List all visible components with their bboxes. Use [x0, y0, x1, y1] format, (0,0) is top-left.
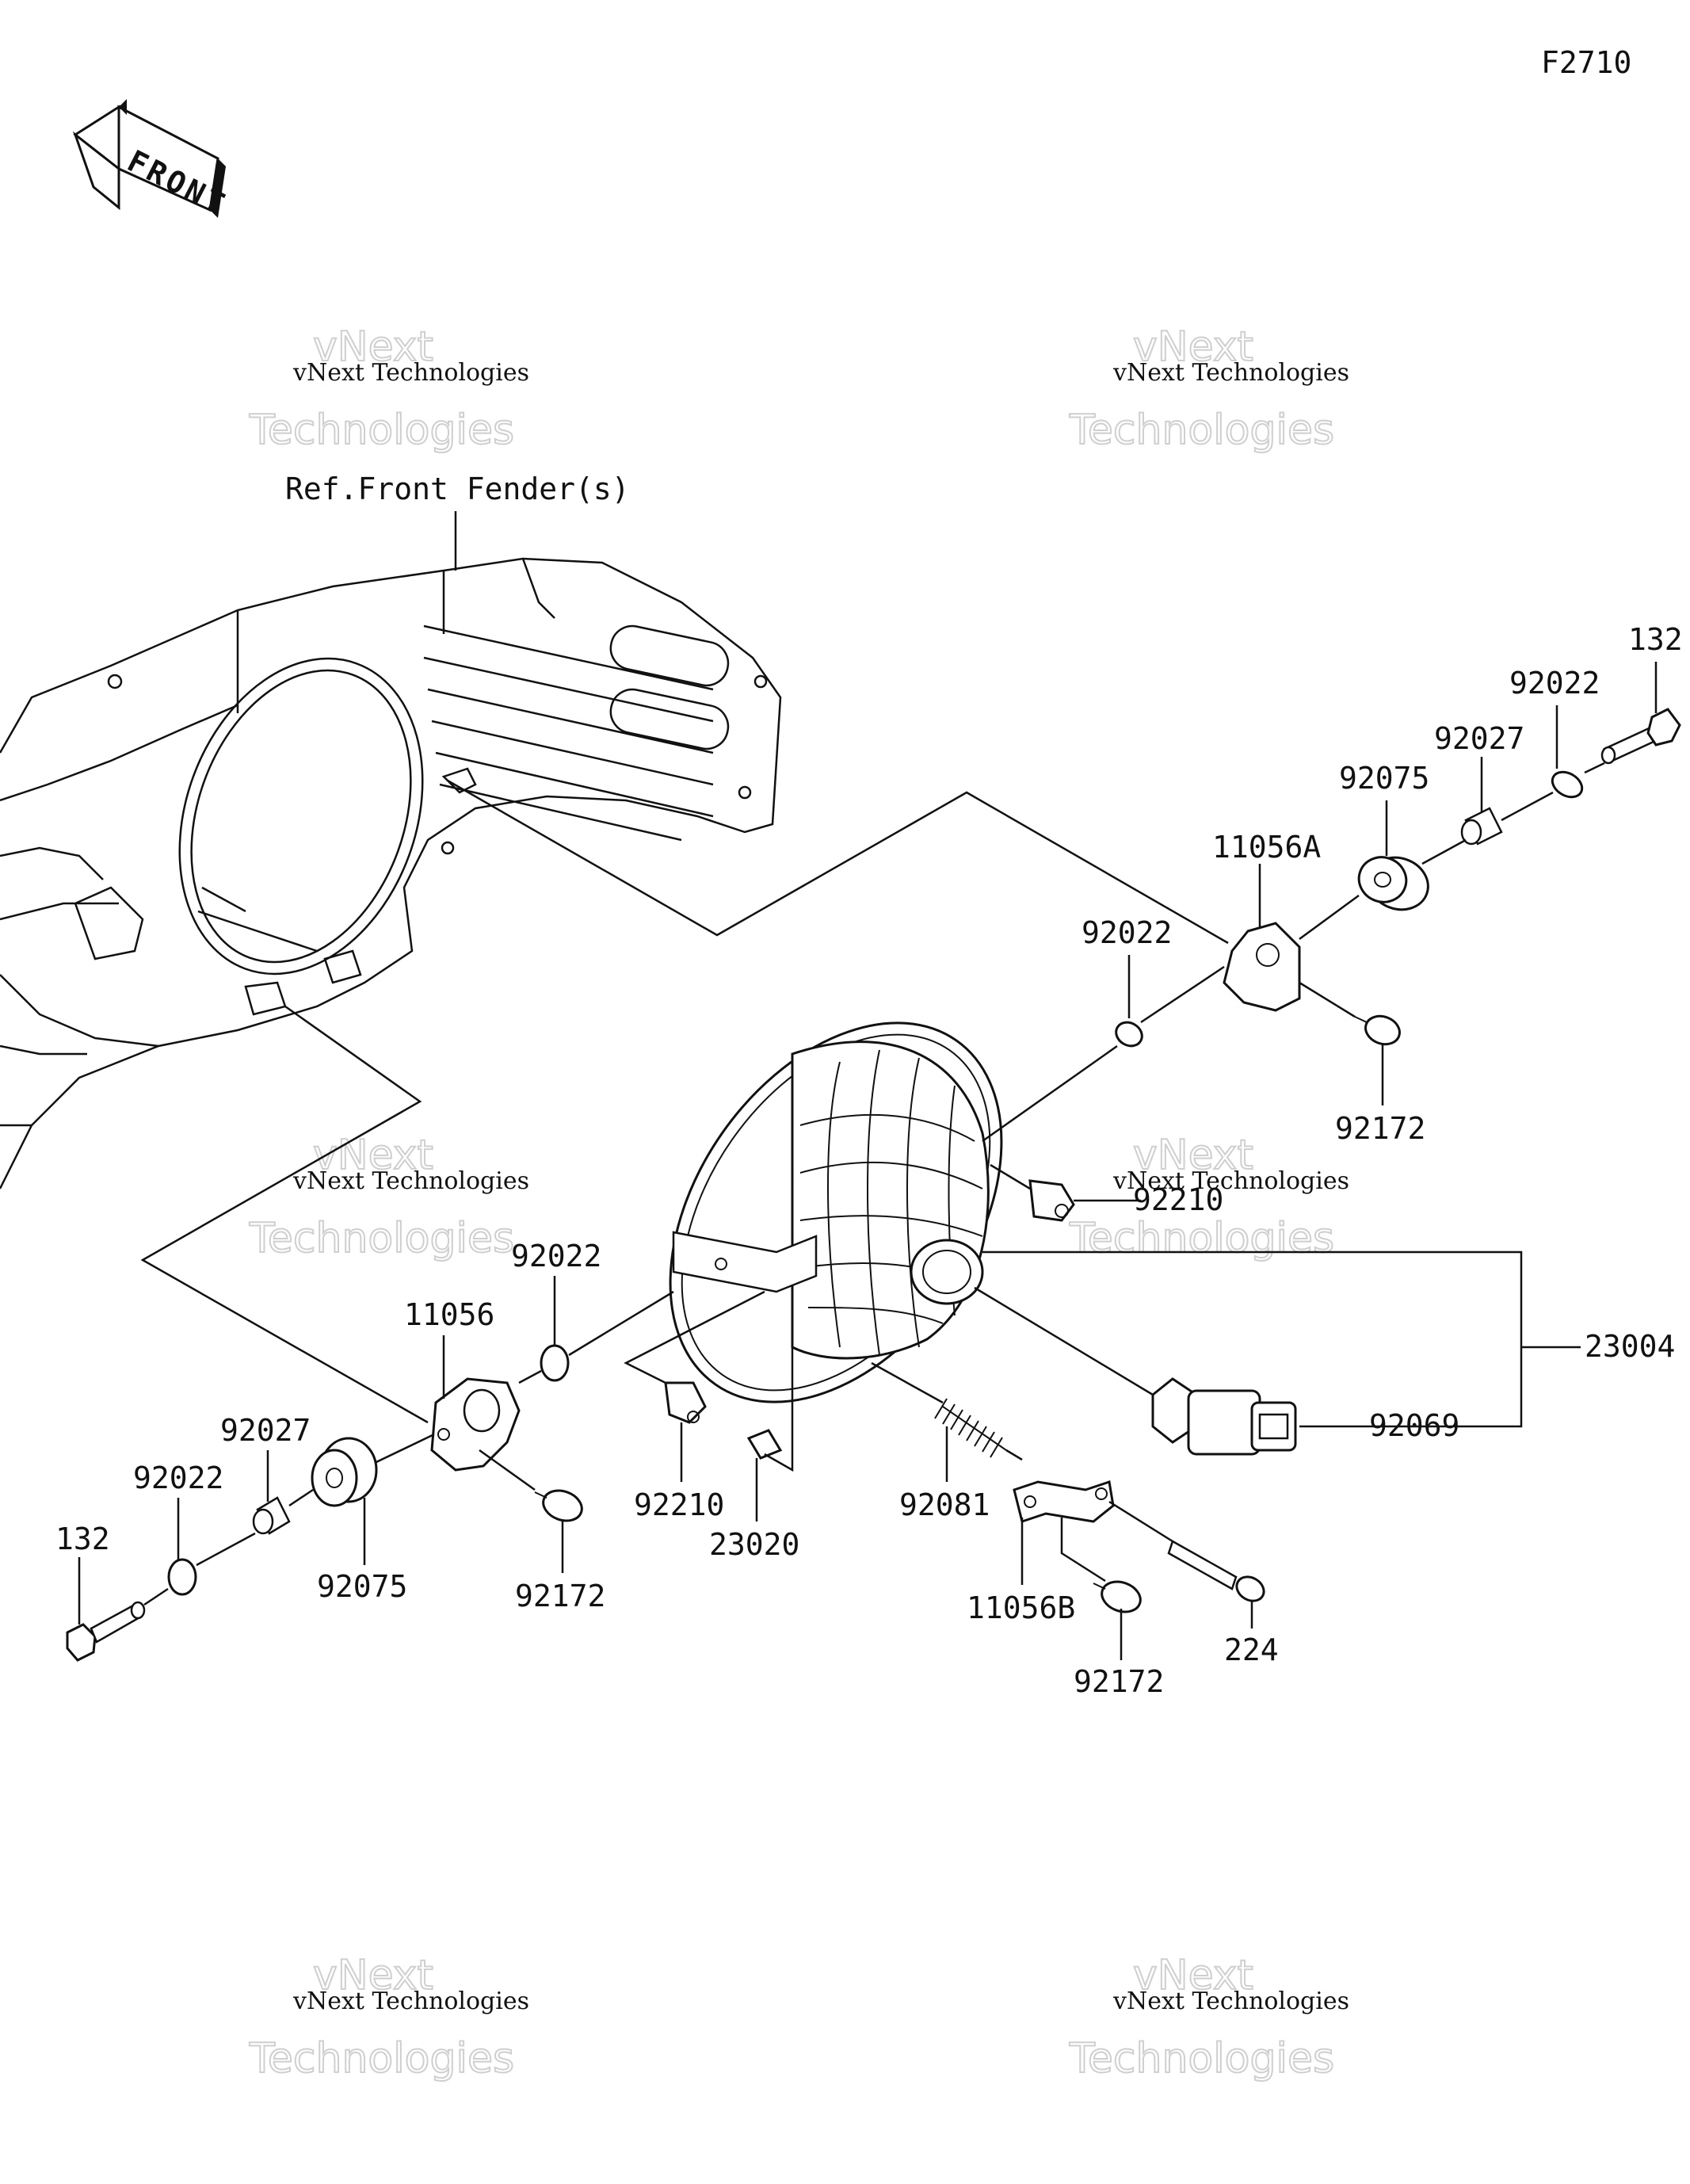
clip-left — [664, 1381, 707, 1424]
label-bracket-left: 11056 — [404, 1297, 494, 1332]
label-grommet-left: 92075 — [317, 1569, 407, 1604]
label-bolt-left: 132 — [55, 1522, 110, 1556]
washer-left-inner — [540, 1344, 570, 1382]
label-bracket-right: 11056A — [1212, 830, 1321, 865]
diagram-code: F2710 — [1541, 45, 1631, 80]
bolt-right — [1600, 708, 1681, 765]
reference-label: Ref.Front Fender(s) — [285, 472, 630, 506]
bolt-lower — [1167, 1540, 1265, 1602]
svg-text:vNext: vNext — [313, 323, 433, 371]
svg-text:Technologies: Technologies — [1069, 2035, 1334, 2083]
label-screw-lower: 92172 — [1074, 1664, 1164, 1699]
svg-text:vNext Technologies: vNext Technologies — [292, 1167, 529, 1195]
svg-text:vNext Technologies: vNext Technologies — [1112, 1987, 1349, 2015]
svg-text:Technologies: Technologies — [1069, 407, 1334, 454]
svg-text:Technologies: Technologies — [249, 407, 514, 454]
label-bolt-right: 132 — [1628, 622, 1683, 657]
label-screw-left: 92172 — [515, 1579, 605, 1613]
svg-text:Technologies: Technologies — [249, 1215, 514, 1262]
svg-text:vNext: vNext — [313, 1132, 433, 1179]
grommet-right — [1357, 856, 1429, 911]
svg-text:vNext: vNext — [1133, 1952, 1253, 1999]
svg-text:vNext Technologies: vNext Technologies — [292, 1987, 529, 2015]
bracket-lower — [1013, 1480, 1115, 1523]
svg-text:Technologies: Technologies — [1069, 1215, 1334, 1262]
svg-text:vNext: vNext — [313, 1952, 433, 1999]
front-arrow-icon: FRONT — [72, 99, 233, 223]
label-headlight-assembly: 23004 — [1585, 1329, 1675, 1364]
nut — [746, 1429, 783, 1460]
bracket-right — [1223, 922, 1301, 1012]
label-clip-left: 92210 — [634, 1487, 724, 1522]
label-bulb: 92069 — [1369, 1408, 1459, 1443]
label-grommet-right: 92075 — [1339, 761, 1429, 796]
screw-right — [1354, 1014, 1401, 1046]
grommet-left — [311, 1437, 378, 1507]
label-nut: 23020 — [709, 1527, 799, 1562]
bolt-left — [66, 1601, 146, 1662]
label-bolt-lower: 224 — [1224, 1632, 1279, 1667]
label-washer-left-outer: 92022 — [133, 1460, 223, 1495]
bulb — [1151, 1377, 1297, 1456]
spring — [934, 1398, 1007, 1458]
washer-right-outer — [1551, 770, 1584, 799]
label-washer-left-inner: 92022 — [511, 1239, 601, 1273]
label-collar-right: 92027 — [1434, 721, 1524, 756]
watermark: vNext vNext Technologies Technologies vN… — [248, 323, 1349, 2083]
clip-right — [1028, 1179, 1075, 1222]
svg-text:vNext Technologies: vNext Technologies — [1112, 359, 1349, 387]
screw-lower — [1093, 1580, 1142, 1613]
label-washer-right-outer: 92022 — [1509, 666, 1600, 701]
label-spring: 92081 — [899, 1487, 990, 1522]
svg-text:vNext Technologies: vNext Technologies — [292, 359, 529, 387]
svg-text:Technologies: Technologies — [249, 2035, 514, 2083]
svg-text:vNext: vNext — [1133, 1132, 1253, 1179]
bracket-left — [430, 1377, 521, 1472]
collar-right — [1460, 807, 1503, 846]
svg-text:vNext: vNext — [1133, 323, 1253, 371]
label-clip-right: 92210 — [1133, 1182, 1223, 1217]
washer-right-inner — [1115, 1021, 1143, 1048]
front-fender — [0, 557, 782, 1189]
label-bracket-lower: 11056B — [967, 1590, 1075, 1625]
label-screw-right: 92172 — [1335, 1111, 1425, 1146]
svg-text:vNext Technologies: vNext Technologies — [1112, 1167, 1349, 1195]
headlight-assembly — [669, 1021, 1003, 1403]
washer-left-outer — [167, 1558, 197, 1596]
screw-left — [534, 1489, 583, 1522]
label-collar-left: 92027 — [220, 1413, 311, 1448]
collar-left — [252, 1496, 291, 1535]
label-washer-right-inner: 92022 — [1082, 915, 1172, 950]
